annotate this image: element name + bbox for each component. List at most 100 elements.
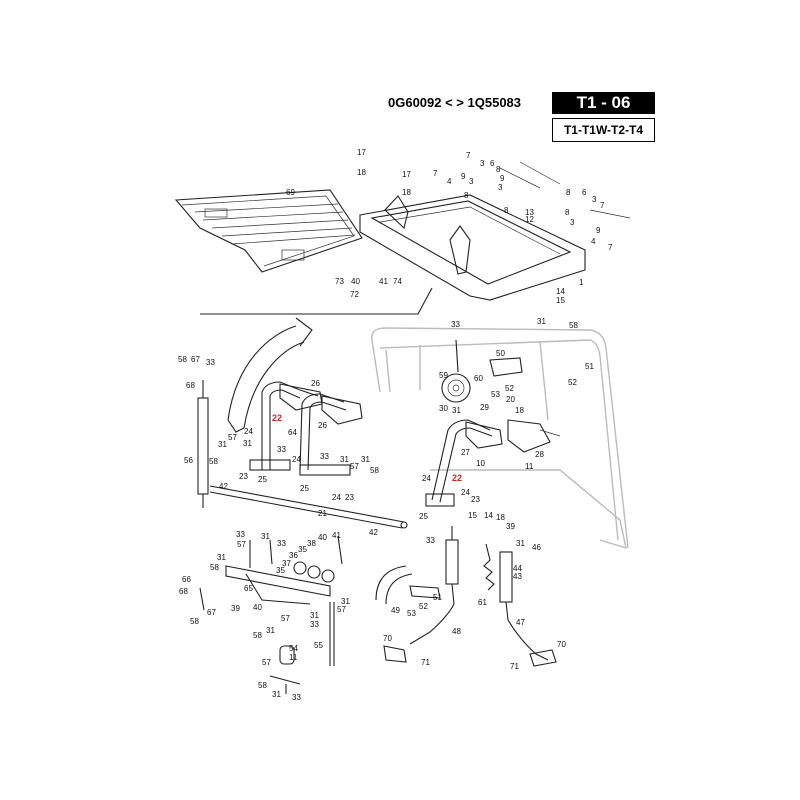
callout-10: 10 [476,459,485,468]
callout-71: 71 [510,662,519,671]
bracket-right [507,419,561,453]
callout-31: 31 [217,553,226,562]
callout-40: 40 [351,277,360,286]
upper-frame [359,161,631,301]
callout-30: 30 [439,404,448,413]
callout-70: 70 [557,640,566,649]
callout-33: 33 [277,539,286,548]
horn [441,339,523,403]
callout-47: 47 [516,618,525,627]
callout-50: 50 [496,349,505,358]
callout-37: 37 [282,559,291,568]
callout-51: 51 [433,593,442,602]
callout-33: 33 [236,530,245,539]
callout-14: 14 [484,511,493,520]
callout-8: 8 [504,206,509,215]
callout-12: 12 [525,215,534,224]
callout-18: 18 [402,188,411,197]
callout-67: 67 [191,355,200,364]
part-callouts: 69 17 18 17 18 7 3 6 8 7 4 9 3 8 3 9 8 8… [178,148,613,702]
callout-11: 11 [525,462,534,471]
callout-7: 7 [608,243,613,252]
callout-31: 31 [361,455,370,464]
vertical-rod [197,380,209,508]
callout-9: 9 [461,172,466,181]
callout-31: 31 [452,406,461,415]
callout-58: 58 [569,321,578,330]
pedal-right [425,419,503,507]
callout-65: 65 [244,584,253,593]
callout-33: 33 [426,536,435,545]
callout-3: 3 [592,195,597,204]
callout-42: 42 [219,482,228,491]
callout-67: 67 [207,608,216,617]
callout-41: 41 [379,277,388,286]
callout-57: 57 [262,658,271,667]
callout-58: 58 [209,457,218,466]
callout-58: 58 [210,563,219,572]
callout-7: 7 [600,201,605,210]
floor-mat [174,189,363,273]
callout-3: 3 [480,159,485,168]
callout-6: 6 [582,188,587,197]
pedal-left [261,381,323,470]
callout-9: 9 [500,174,505,183]
pedal-center [299,393,363,471]
callout-60: 60 [474,374,483,383]
callout-58: 58 [370,466,379,475]
callout-72: 72 [350,290,359,299]
callout-70: 70 [383,634,392,643]
callout-74: 74 [393,277,402,286]
callout-68: 68 [186,381,195,390]
callout-3: 3 [469,177,474,186]
callout-15: 15 [556,296,565,305]
callout-42: 42 [369,528,378,537]
callout-4: 4 [447,177,452,186]
callout-21: 21 [318,509,327,518]
callout-49: 49 [391,606,400,615]
callout-68: 68 [179,587,188,596]
callout-40: 40 [318,533,327,542]
callout-31: 31 [341,597,350,606]
callout-58: 58 [190,617,199,626]
callout-36: 36 [289,551,298,560]
callout-69: 69 [286,188,295,197]
callout-73: 73 [335,277,344,286]
callout-25: 25 [419,512,428,521]
callout-31: 31 [537,317,546,326]
lower-linkage [225,535,343,605]
callout-8: 8 [496,165,501,174]
guide-arrow [200,287,433,433]
callout-17: 17 [402,170,411,179]
callout-22: 22 [452,473,462,483]
callout-25: 25 [300,484,309,493]
callout-24: 24 [332,493,341,502]
callout-59: 59 [439,371,448,380]
callout-8: 8 [566,188,571,197]
callout-58: 58 [253,631,262,640]
callout-33: 33 [320,452,329,461]
callout-28: 28 [535,450,544,459]
callout-56: 56 [184,456,193,465]
callout-22: 22 [272,413,282,423]
callout-40: 40 [253,603,262,612]
callout-18: 18 [496,513,505,522]
main-shaft [209,459,408,529]
callout-57: 57 [228,433,237,442]
callout-52: 52 [505,384,514,393]
callout-7: 7 [466,151,471,160]
callout-8: 8 [464,191,469,200]
callout-31: 31 [266,626,275,635]
callout-48: 48 [452,627,461,636]
callout-64: 64 [288,428,297,437]
callout-57: 57 [237,540,246,549]
callout-31: 31 [516,539,525,548]
callout-52: 52 [419,602,428,611]
callout-35: 35 [298,545,307,554]
callout-66: 66 [182,575,191,584]
callout-54: 54 [289,644,298,653]
callout-23: 23 [471,495,480,504]
callout-26: 26 [318,421,327,430]
callout-26: 26 [311,379,320,388]
